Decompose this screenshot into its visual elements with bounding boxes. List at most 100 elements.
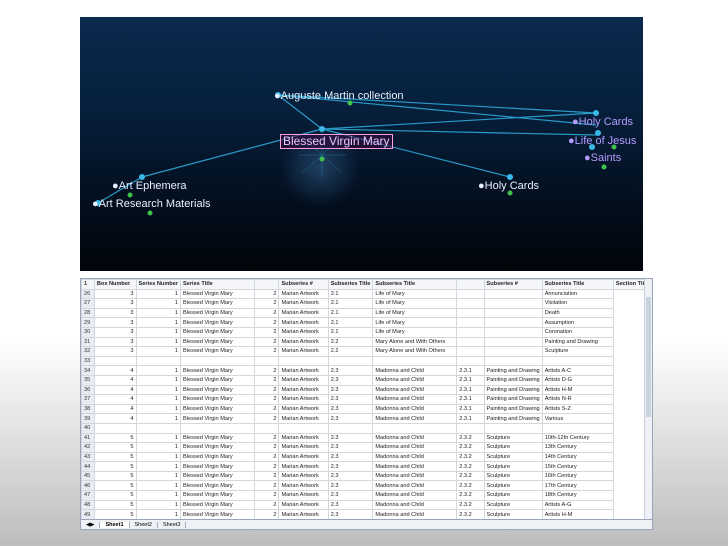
row-number[interactable]: 31 [81,336,95,348]
tab-sheet1[interactable]: Sheet1 [100,521,130,528]
cell[interactable] [254,422,280,434]
cell[interactable]: Blessed Virgin Mary [179,336,256,348]
cell[interactable]: Sculpture [483,490,543,501]
cell[interactable]: Marian Artwork [278,298,329,309]
cell[interactable] [456,346,485,357]
cell[interactable]: 2.3.2 [456,480,485,492]
cell[interactable]: 2.3 [327,442,374,453]
cell[interactable]: Blessed Virgin Mary [179,384,256,396]
cell[interactable]: 2.1 [327,326,374,338]
column-header[interactable] [456,279,485,290]
row-number[interactable]: 42 [81,442,95,453]
cell[interactable]: Blessed Virgin Mary [179,451,256,463]
cell[interactable] [456,307,485,319]
cell[interactable]: 15th Century [541,461,614,472]
cell[interactable]: 2.3.2 [456,470,485,482]
cell[interactable]: 5 [93,490,137,501]
cell[interactable]: 5 [93,499,137,511]
cell[interactable]: 2.3.2 [456,442,485,453]
node-art-research-materials[interactable]: ●Art Research Materials [92,198,211,210]
cell[interactable]: Blessed Virgin Mary [179,461,256,472]
cell[interactable]: 2.3 [327,403,374,415]
cell[interactable] [483,336,543,348]
cell[interactable]: 2.3.2 [456,499,485,511]
cell[interactable] [456,422,485,434]
cell[interactable]: 2.1 [327,317,374,328]
cell[interactable] [456,355,485,367]
column-header[interactable]: Subseries # [278,279,329,290]
cell[interactable]: Life of Mary [372,288,458,300]
cell[interactable]: 2.1 [327,288,374,300]
cell[interactable]: Marian Artwork [278,336,329,348]
cell[interactable] [456,317,485,328]
column-header[interactable]: Subseries Title [541,279,614,290]
cell[interactable]: 2 [254,480,280,492]
cell[interactable]: Painting and Drawing [483,413,543,424]
row-number[interactable]: 34 [81,365,95,376]
cell[interactable]: Madonna and Child [372,480,458,492]
node-holy-cards-middle[interactable]: ●Holy Cards [478,180,540,192]
cell[interactable]: Madonna and Child [372,374,458,386]
cell[interactable]: 1 [135,317,182,328]
cell[interactable]: 2.3 [327,509,374,520]
cell[interactable] [483,307,543,319]
cell[interactable]: 4 [93,374,137,386]
cell[interactable]: 3 [93,326,137,338]
cell[interactable]: Death [541,307,614,319]
cell[interactable] [541,422,614,434]
cell[interactable]: Life of Mary [372,307,458,319]
cell[interactable] [483,346,543,357]
cell[interactable]: 2.3.2 [456,451,485,463]
cell[interactable]: 5 [93,470,137,482]
cell[interactable]: 2 [254,365,280,376]
cell[interactable]: Sculpture [483,451,543,463]
column-header[interactable] [254,279,280,290]
cell[interactable]: Blessed Virgin Mary [179,365,256,376]
cell[interactable]: Madonna and Child [372,490,458,501]
cell[interactable]: 1 [135,288,182,300]
cell[interactable]: 2.3 [327,480,374,492]
cell[interactable]: 2 [254,298,280,309]
cell[interactable]: Life of Mary [372,326,458,338]
cell[interactable] [483,288,543,300]
row-number[interactable]: 38 [81,403,95,415]
cell[interactable]: 1 [135,374,182,386]
cell[interactable]: 2 [254,326,280,338]
cell[interactable]: Artists A-G [541,499,614,511]
cell[interactable]: Madonna and Child [372,442,458,453]
cell[interactable]: Painting and Drawing [483,365,543,376]
tab-sheet2[interactable]: Sheet2 [130,521,158,528]
cell[interactable]: Blessed Virgin Mary [179,470,256,482]
cell[interactable]: Marian Artwork [278,451,329,463]
cell[interactable] [456,336,485,348]
cell[interactable]: 10th-12th Century [541,432,614,444]
cell[interactable] [327,355,374,367]
cell[interactable]: Painting and Drawing [541,336,614,348]
cell[interactable]: Blessed Virgin Mary [179,298,256,309]
cell[interactable]: 2 [254,490,280,501]
cell[interactable]: Blessed Virgin Mary [179,413,256,424]
cell[interactable]: Marian Artwork [278,374,329,386]
cell[interactable]: Marian Artwork [278,326,329,338]
cell[interactable]: Artists A-C [541,365,614,376]
cell[interactable]: 2.1 [327,298,374,309]
column-header[interactable]: Subseries Title [327,279,374,290]
node-blessed-virgin-mary[interactable]: Blessed Virgin Mary [280,134,393,149]
cell[interactable]: 2.2 [327,346,374,357]
cell[interactable]: 3 [93,317,137,328]
cell[interactable]: Madonna and Child [372,451,458,463]
cell[interactable]: Marian Artwork [278,499,329,511]
cell[interactable] [278,355,329,367]
cell[interactable] [135,355,182,367]
cell[interactable]: 2 [254,384,280,396]
row-number[interactable]: 39 [81,413,95,424]
cell[interactable]: 4 [93,413,137,424]
cell[interactable]: 2 [254,403,280,415]
cell[interactable]: Madonna and Child [372,413,458,424]
cell[interactable] [179,422,256,434]
column-header[interactable]: Series Title [179,279,256,290]
cell[interactable] [372,355,458,367]
cell[interactable]: Assumption [541,317,614,328]
node-auguste-martin-collection[interactable]: ●Auguste Martin collection [274,90,404,102]
